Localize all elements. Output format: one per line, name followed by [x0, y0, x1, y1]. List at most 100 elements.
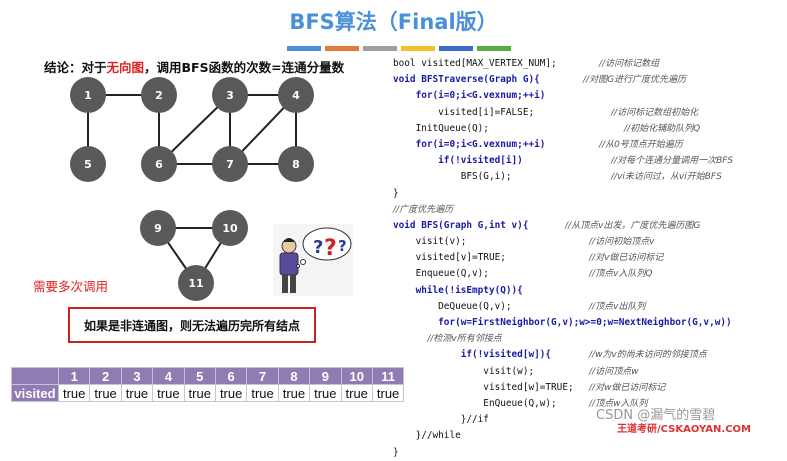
- code-line: if(!visited[i]) //对每个连通分量调用一次BFS: [393, 153, 734, 169]
- code-line: }: [393, 445, 732, 461]
- color-strip: [287, 46, 511, 51]
- graph-node: 10: [212, 210, 248, 246]
- index-cell: 2: [89, 367, 122, 385]
- code-comment: //访问标记数组: [599, 59, 660, 69]
- value-cell: true: [309, 384, 342, 402]
- value-cell: true: [57, 384, 91, 402]
- graph-node: 2: [141, 77, 177, 113]
- code-line: BFS(G,i);//vi未访问过，从vi开始BFS: [393, 169, 732, 185]
- visited-array-table: 1 2 3 4 5 6 7 8 9 10 11 visited true tru…: [11, 367, 405, 402]
- code-line: }//if: [393, 412, 732, 428]
- index-cell: 8: [277, 367, 311, 385]
- code-text: for(i=0;i<G.vexnum;++i): [393, 90, 546, 102]
- code-text: visit(v);: [393, 236, 467, 248]
- index-cell: 7: [246, 367, 279, 385]
- code-text: visited[w]=TRUE;: [393, 381, 574, 393]
- page-title: BFS算法（Final版）: [289, 10, 498, 34]
- code-text: Enqueue(Q,v);: [393, 268, 489, 280]
- code-comment: //对w做已访问标记: [589, 382, 666, 393]
- row-label: visited: [11, 384, 59, 402]
- code-comment: //对图G进行广度优先遍历: [583, 75, 687, 86]
- node-label: 9: [154, 222, 162, 235]
- code-text: EnQueue(Q,w);: [393, 397, 557, 409]
- code-text: bool visited[MAX_VERTEX_NUM];: [393, 58, 557, 69]
- code-comment: //访问顶点w: [589, 366, 639, 377]
- code-block: bool visited[MAX_VERTEX_NUM]; //访问标记数组 vo…: [393, 56, 734, 461]
- code-line: visit(v); //访问初始顶点v: [393, 234, 732, 250]
- table-corner: [11, 367, 59, 385]
- node-label: 1: [84, 89, 92, 102]
- node-label: 3: [226, 89, 234, 102]
- index-cell: 1: [57, 367, 91, 385]
- graph-node: 3: [212, 77, 248, 113]
- strip-seg-1: [287, 46, 321, 51]
- index-cell: 4: [152, 367, 185, 385]
- code-text: DeQueue(Q,v);: [393, 300, 512, 312]
- code-comment: //顶点v入队列Q: [589, 269, 653, 280]
- code-line: InitQueue(Q);//初始化辅助队列Q: [393, 121, 732, 137]
- strip-seg-3: [363, 46, 397, 51]
- table-row: visited true true true true true true tr…: [11, 384, 405, 402]
- code-line: void BFS(Graph G,int v){//从顶点v出发，广度优先遍历图…: [393, 218, 732, 234]
- value-cell: true: [183, 384, 216, 402]
- table-header-row: 1 2 3 4 5 6 7 8 9 10 11: [11, 367, 405, 385]
- code-comment: //对每个连通分量调用一次BFS: [611, 156, 734, 167]
- strip-seg-2: [325, 46, 359, 51]
- index-cell: 3: [120, 367, 154, 385]
- graph-node: 8: [278, 146, 314, 182]
- code-text: }: [393, 187, 399, 199]
- graph-node: 7: [212, 146, 248, 182]
- code-text: for(w=FirstNeighbor(G,v);w>=0;w=NextNeig…: [393, 317, 732, 328]
- index-cell: 5: [183, 367, 216, 385]
- graph-node: 5: [70, 146, 106, 182]
- value-cell: true: [246, 384, 279, 402]
- code-text: //广度优先遍历: [393, 204, 454, 215]
- code-line: visited[w]=TRUE; //对w做已访问标记: [393, 380, 732, 396]
- code-line: for(i=0;i<G.vexnum;++i): [393, 88, 732, 104]
- code-comment: //顶点v出队列: [589, 301, 646, 312]
- index-cell: 9: [309, 367, 342, 385]
- warning-box: 如果是非连通图，则无法遍历完所有结点: [68, 307, 316, 343]
- code-text: void BFSTraverse(Graph G){: [393, 74, 540, 86]
- value-cell: true: [340, 384, 373, 402]
- node-label: 8: [292, 158, 300, 171]
- code-line: //广度优先遍历: [393, 202, 732, 218]
- code-comment: //初始化辅助队列Q: [624, 123, 701, 134]
- conclusion-prefix: 结论：对于: [44, 60, 107, 75]
- index-cell: 11: [371, 367, 405, 385]
- value-cell: true: [277, 384, 311, 402]
- code-line: visited[i]=FALSE; //访问标记数组初始化: [393, 105, 732, 121]
- code-line: Enqueue(Q,v); //顶点v入队列Q: [393, 266, 732, 282]
- code-text: }: [393, 446, 399, 458]
- code-line: void BFSTraverse(Graph G){ //对图G进行广度优先遍历: [393, 72, 732, 88]
- graph-node: 11: [178, 265, 214, 301]
- code-text: visited[i]=FALSE;: [393, 106, 535, 118]
- code-comment: //对v做已访问标记: [589, 253, 664, 264]
- node-label: 5: [84, 158, 92, 171]
- code-text: //检测v所有邻接点: [393, 334, 502, 345]
- code-comment: //访问初始顶点v: [589, 237, 655, 248]
- value-cell: true: [120, 384, 154, 402]
- code-line: EnQueue(Q,w);//顶点w入队列: [393, 396, 732, 412]
- value-cell: true: [152, 384, 185, 402]
- node-label: 2: [155, 89, 163, 102]
- code-line: visited[v]=TRUE; //对v做已访问标记: [393, 250, 732, 266]
- graph-node: 9: [140, 210, 176, 246]
- code-comment: //访问标记数组初始化: [611, 107, 699, 118]
- svg-text:?: ?: [338, 237, 347, 255]
- graph-diagram: 1 2 3 4 5 6 7 8 9 10 11: [70, 77, 314, 301]
- code-text: visited[v]=TRUE;: [393, 252, 506, 264]
- svg-text:?: ?: [324, 236, 337, 261]
- code-comment: //从0号顶点开始遍历: [599, 139, 683, 150]
- strip-seg-4: [401, 46, 435, 51]
- code-line: for(i=0;i<G.vexnum;++i) //从0号顶点开始遍历: [393, 137, 732, 153]
- node-label: 4: [292, 89, 300, 102]
- code-text: for(i=0;i<G.vexnum;++i): [393, 138, 546, 150]
- code-text: if(!visited[i]): [393, 155, 523, 167]
- code-line: if(!visited[w]){//w为v的尚未访问的邻接顶点: [393, 347, 732, 363]
- graph-node: 1: [70, 77, 106, 113]
- conclusion-text: 结论：对于无向图，调用BFS函数的次数=连通分量数: [44, 57, 344, 76]
- value-cell: true: [89, 384, 122, 402]
- code-text: }//if: [393, 414, 489, 426]
- node-label: 6: [155, 158, 163, 171]
